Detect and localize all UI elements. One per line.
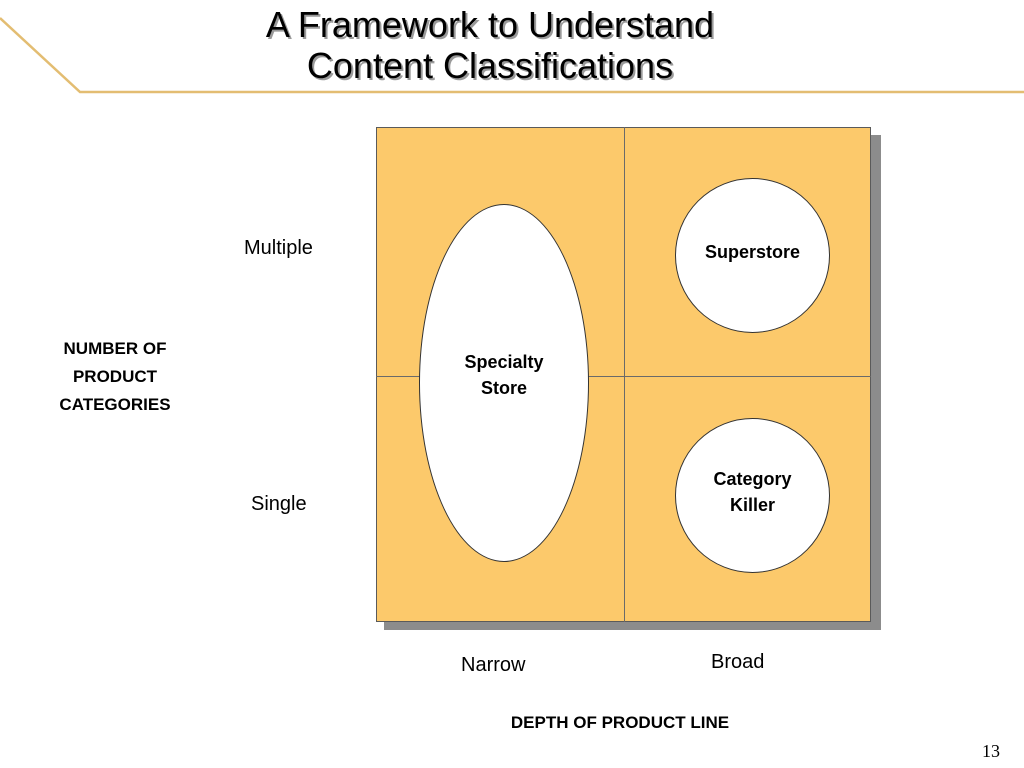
x-axis-title: DEPTH OF PRODUCT LINE bbox=[510, 713, 730, 732]
slide-title: A Framework to Understand Content Classi… bbox=[190, 4, 790, 86]
x-tick-narrow: Narrow bbox=[461, 654, 526, 676]
title-line-1: A Framework to Understand bbox=[265, 4, 715, 45]
page-number: 13 bbox=[982, 741, 1000, 761]
superstore-label: Superstore bbox=[704, 241, 801, 262]
grid-horizontal-divider bbox=[376, 376, 871, 377]
specialty-store-label: Specialty Store bbox=[464, 352, 544, 398]
y-tick-single: Single bbox=[251, 493, 307, 515]
category-killer-circle: Category Killer bbox=[675, 418, 830, 573]
x-tick-broad: Broad bbox=[711, 651, 765, 673]
grid-vertical-divider bbox=[624, 127, 625, 622]
specialty-store-ellipse: Specialty Store bbox=[419, 204, 589, 562]
y-tick-multiple: Multiple bbox=[244, 237, 313, 259]
y-axis-title: NUMBER OF PRODUCT CATEGORIES bbox=[59, 339, 171, 414]
superstore-circle: Superstore bbox=[675, 178, 830, 333]
title-line-2: Content Classifications bbox=[306, 45, 674, 86]
category-killer-label: Category Killer bbox=[713, 468, 792, 515]
header-decoration bbox=[0, 17, 1024, 94]
